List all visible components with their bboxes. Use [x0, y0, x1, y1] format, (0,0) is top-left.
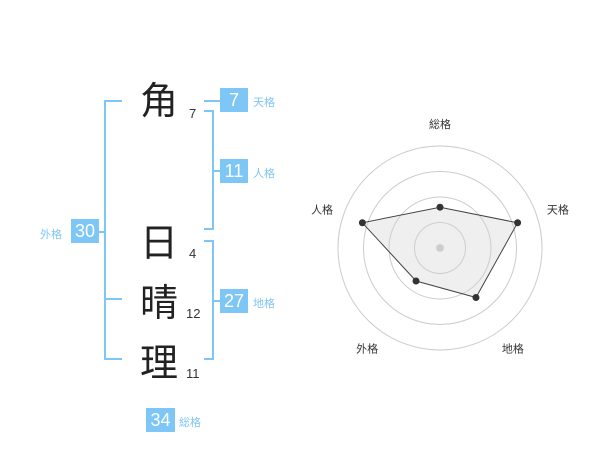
- radar-ring-1: [414, 222, 466, 274]
- surname-char-1-strokes: 7: [189, 106, 197, 121]
- radar-axis-label-2: 天格: [547, 203, 569, 217]
- given-char-3: 理: [140, 341, 179, 385]
- surname-char-1: 角: [140, 79, 179, 123]
- tenkaku-label: 天格: [253, 96, 275, 109]
- radar-shape: [358, 203, 522, 302]
- gaikaku-bracket-bottom: [104, 358, 122, 360]
- radar-axis-label-1: 総格: [429, 117, 451, 131]
- gaikaku-bracket-vertical: [104, 100, 106, 360]
- radar-point-2: [514, 219, 522, 227]
- radar-axis-label-5: 人格: [311, 203, 333, 217]
- jinkaku-bracket-top: [204, 110, 214, 112]
- tenkaku-connector: [204, 100, 220, 102]
- chikaku-value-box: 27: [220, 289, 248, 313]
- radar-axis-label-4: 外格: [356, 341, 378, 355]
- gaikaku-bracket-middle: [104, 298, 122, 300]
- jinkaku-bracket-bottom: [204, 228, 214, 230]
- radar-point-1: [436, 203, 444, 211]
- chikaku-label: 地格: [253, 297, 275, 310]
- given-char-2-strokes: 12: [186, 306, 201, 321]
- gaikaku-label: 外格: [40, 228, 62, 241]
- given-char-1: 日: [140, 221, 179, 265]
- tenkaku-value-box: 7: [220, 88, 248, 112]
- radar-ring-2: [388, 196, 492, 300]
- soukaku-label: 総格: [179, 416, 201, 429]
- chikaku-bracket-top: [204, 240, 214, 242]
- gaikaku-bracket-top: [104, 100, 122, 102]
- given-char-1-strokes: 4: [189, 246, 197, 261]
- radar-point-5: [358, 219, 366, 227]
- given-char-3-strokes: 11: [186, 366, 200, 381]
- jinkaku-connector: [212, 170, 220, 172]
- jinkaku-label: 人格: [253, 167, 275, 180]
- gaikaku-bracket-connector: [98, 231, 104, 233]
- soukaku-value-box: 34: [146, 408, 175, 432]
- radar-center: [436, 244, 444, 252]
- gaikaku-value-box: 30: [71, 219, 99, 243]
- radar-ring-3: [363, 171, 517, 325]
- radar-point-4: [412, 277, 420, 285]
- chikaku-bracket-bottom: [204, 358, 214, 360]
- radar-rings: [337, 145, 543, 351]
- radar-axis-label-3: 地格: [502, 341, 524, 355]
- given-char-2: 晴: [140, 281, 179, 325]
- radar-point-3: [472, 294, 480, 302]
- jinkaku-value-box: 11: [220, 159, 248, 183]
- radar-polygon: [361, 206, 519, 299]
- radar-ring-4: [337, 145, 543, 351]
- chikaku-connector: [212, 300, 220, 302]
